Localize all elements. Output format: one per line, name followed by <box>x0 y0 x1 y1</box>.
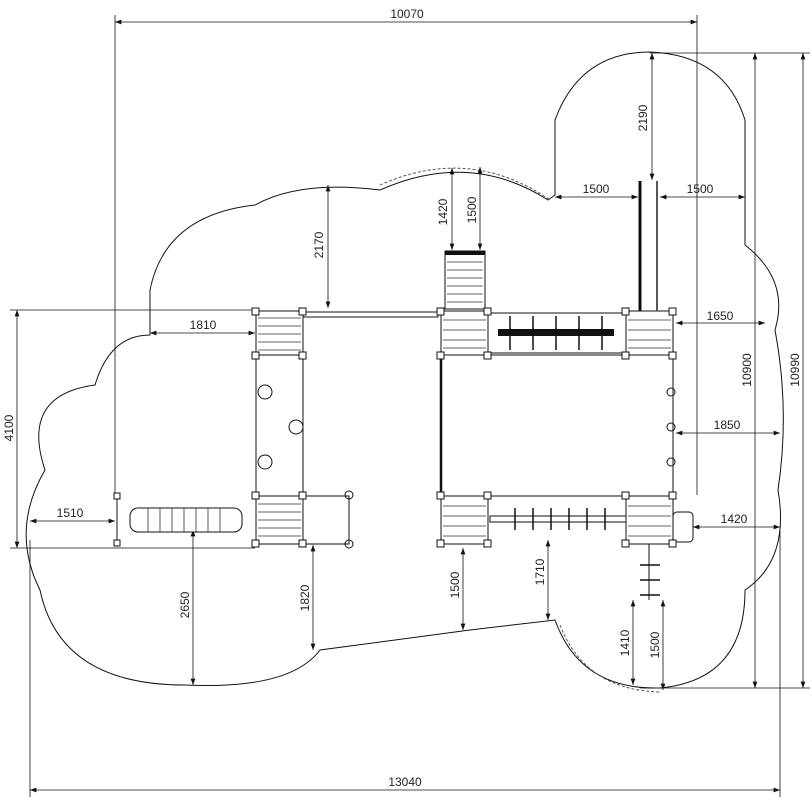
monkey-bars-frame <box>255 354 304 497</box>
dim-tower-top: 2190 <box>636 104 650 131</box>
horizontal-ladder <box>129 507 243 533</box>
net-climber <box>302 495 350 545</box>
dim-right-deck-offset: 1650 <box>707 309 734 323</box>
safety-zone-outline <box>25 51 784 689</box>
side-handle <box>672 511 694 543</box>
ring <box>288 419 304 435</box>
safety-zone-dashed-arc <box>379 167 551 201</box>
posts <box>113 307 677 548</box>
dim-left-ladder-offset: 1510 <box>57 506 84 520</box>
dim-left-bottom: 2650 <box>178 591 192 618</box>
dim-slide-top-b: 1500 <box>465 196 479 223</box>
dim-left-deck-offset: 1810 <box>190 318 217 332</box>
dim-height-outer: 10990 <box>788 353 802 387</box>
safety-zone-dashed-arc <box>559 624 661 693</box>
deck-top-middle <box>440 310 489 356</box>
dim-right-lower-offset: 1420 <box>721 512 748 526</box>
equipment <box>113 181 694 600</box>
post-cap <box>344 490 354 500</box>
dim-bridge-top: 2170 <box>312 231 326 258</box>
dim-left-height: 4100 <box>2 414 16 441</box>
deck-top-right <box>625 310 674 356</box>
dim-mid-right-bottom: 1710 <box>533 558 547 585</box>
deck-top-left <box>255 310 304 356</box>
dim-right-bottom-b: 1500 <box>648 631 662 658</box>
ring <box>257 384 273 400</box>
dim-tower-left: 1500 <box>583 182 610 196</box>
dim-right-rings-offset: 1850 <box>714 418 741 432</box>
dimension-labels: 10070 13040 10900 10990 4100 2190 1500 1… <box>2 7 802 789</box>
dim-mid-bottom: 1500 <box>448 571 462 598</box>
post-cap <box>344 539 354 549</box>
deck-bottom-middle <box>440 495 489 545</box>
dim-slide-top-a: 1420 <box>436 198 450 225</box>
deck-bottom-right <box>625 495 674 545</box>
dim-overall-width-top: 10070 <box>390 7 424 21</box>
dim-overall-width-bottom: 13040 <box>388 775 422 789</box>
central-frame <box>440 354 674 497</box>
dim-mid-left-bottom: 1820 <box>298 584 312 611</box>
horizontal-bar-bridge <box>302 311 439 318</box>
dim-tower-right: 1500 <box>687 182 714 196</box>
dim-right-bottom-a: 1410 <box>618 629 632 656</box>
slide-ladder <box>444 250 486 310</box>
deck-bottom-left <box>255 495 304 545</box>
ring <box>257 454 273 470</box>
dim-height-inner: 10900 <box>740 353 754 387</box>
extension-lines <box>10 15 810 797</box>
dimension-lines <box>14 19 806 793</box>
